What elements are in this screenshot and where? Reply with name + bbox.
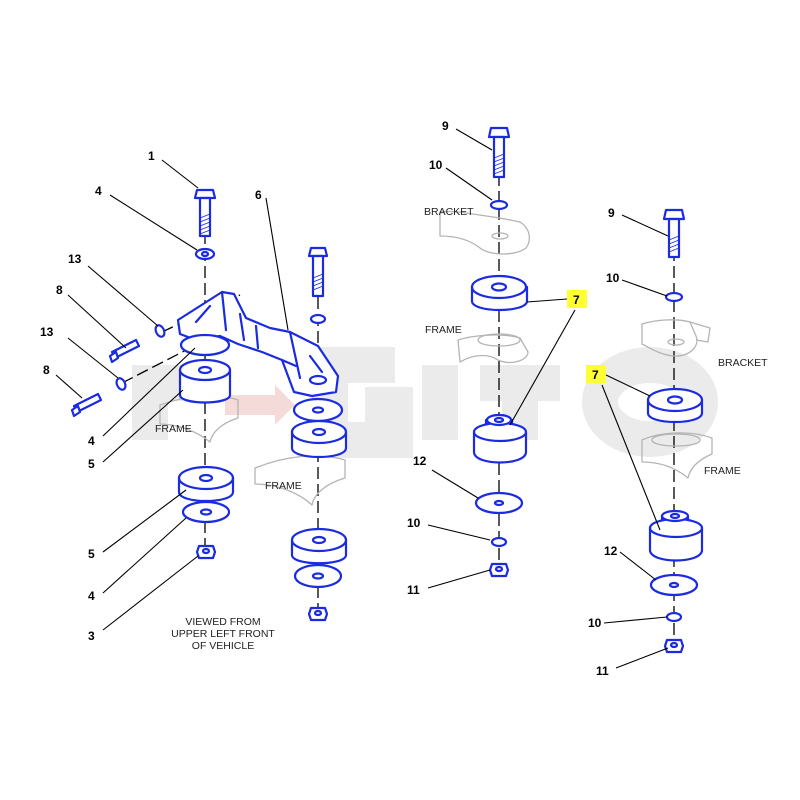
view-caption-line-1: VIEWED FROM — [185, 616, 260, 628]
callout-4-bottom: 4 — [88, 589, 95, 603]
frame-label-mid: FRAME — [425, 324, 462, 336]
cushion-right-upper — [290, 419, 348, 458]
right-assembly — [601, 208, 713, 669]
callout-4-top: 4 — [95, 184, 102, 198]
callout-10-right-bottom: 10 — [588, 616, 602, 630]
callout-7-highlight-mid — [567, 290, 587, 308]
callout-7-highlight-right — [586, 365, 606, 383]
cushion-7-lower-mid — [472, 413, 528, 464]
washer-10-mid-top — [489, 199, 509, 211]
frame-label-left-upper: FRAME — [155, 423, 192, 435]
bolt-9-mid — [487, 126, 511, 179]
middle-assembly — [427, 126, 576, 589]
callout-1: 1 — [148, 149, 155, 163]
callout-9-right: 9 — [608, 206, 615, 220]
washer-10-right-top — [664, 291, 684, 303]
cushion-right-lower — [290, 527, 348, 565]
washer-4-lower — [181, 500, 231, 524]
nut-3 — [195, 544, 217, 560]
left-assembly — [55, 159, 348, 631]
frame-label-left-lower: FRAME — [265, 480, 302, 492]
washer-4-top — [194, 247, 216, 261]
callout-10-mid-bottom: 10 — [407, 516, 421, 530]
washer-10-right-bottom — [665, 611, 683, 623]
view-caption-line-3: OF VEHICLE — [192, 640, 254, 652]
bolt-1-right — [307, 246, 329, 325]
nut-right — [307, 606, 329, 622]
callout-7-right: 7 — [592, 368, 599, 382]
callout-8-lower: 8 — [43, 363, 50, 377]
washer-12-mid — [474, 491, 524, 515]
cushion-7-upper-right — [646, 387, 704, 423]
callout-4-mid: 4 — [88, 434, 95, 448]
callout-11-right: 11 — [596, 664, 609, 678]
callout-13-lower: 13 — [40, 325, 54, 339]
bracket-label-mid: BRACKET — [424, 206, 474, 218]
callout-5-lower: 5 — [88, 547, 95, 561]
watermark — [132, 347, 718, 458]
cushion-5-upper — [178, 333, 232, 404]
bolt-1 — [193, 188, 217, 238]
callout-12-right: 12 — [604, 544, 618, 558]
callout-12-mid: 12 — [413, 454, 427, 468]
nut-11-right — [663, 638, 685, 654]
bracket-label-right: BRACKET — [718, 357, 768, 369]
callout-7-mid: 7 — [573, 293, 580, 307]
callout-11-mid: 11 — [407, 583, 420, 597]
callout-8-upper: 8 — [56, 283, 63, 297]
cushion-7-lower-right — [648, 509, 704, 562]
callout-13-upper: 13 — [68, 252, 82, 266]
callout-10-right-top: 10 — [606, 271, 620, 285]
washer-10-mid-bottom — [490, 536, 508, 548]
washer-right-lower — [293, 563, 343, 589]
washer-right-upper — [292, 397, 344, 423]
cushion-7-upper-mid — [470, 274, 529, 311]
callout-10-mid-top: 10 — [429, 158, 443, 172]
nut-11-mid — [488, 562, 510, 578]
callout-6: 6 — [255, 188, 262, 202]
frame-label-right: FRAME — [704, 465, 741, 477]
view-caption-line-2: UPPER LEFT FRONT — [171, 628, 275, 640]
side-bolt-8-lower — [70, 377, 127, 418]
bolt-9-right — [662, 208, 686, 259]
callout-3: 3 — [88, 629, 95, 643]
side-bolt-8-upper — [108, 324, 166, 364]
washer-12-right — [649, 573, 699, 597]
cushion-5-lower — [177, 465, 235, 502]
callout-9-mid: 9 — [442, 119, 449, 133]
callout-5-upper: 5 — [88, 457, 95, 471]
